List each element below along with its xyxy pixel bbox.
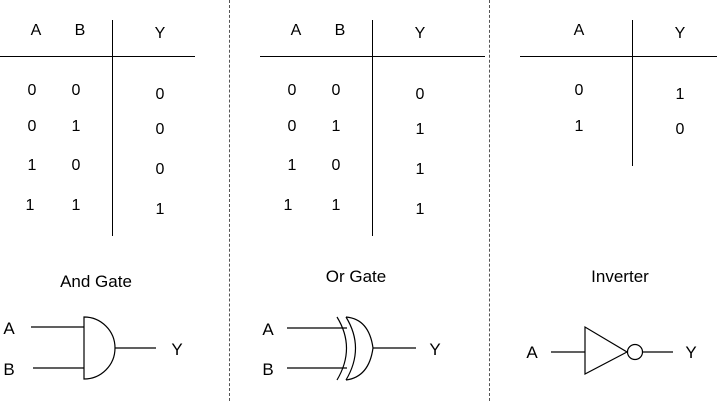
and-cell-r2-y: 0: [155, 161, 165, 178]
or-column-rule: [372, 20, 373, 236]
inverter-column-rule: [632, 20, 633, 166]
or-header-y: Y: [414, 25, 426, 42]
or-cell-r3-b: 1: [331, 197, 341, 214]
or-cell-r1-a: 0: [287, 118, 297, 135]
and-cell-r0-a: 0: [27, 82, 37, 99]
and-gate-symbol: [31, 316, 156, 380]
inverter-cell-r0-y: 1: [675, 86, 685, 103]
and-gate-title: And Gate: [60, 272, 132, 291]
inverter-output-y-label: Y: [685, 343, 697, 362]
or-cell-r0-a: 0: [287, 82, 297, 99]
or-header-b: B: [334, 22, 346, 39]
and-header-b: B: [74, 22, 86, 39]
and-cell-r3-b: 1: [71, 197, 81, 214]
or-cell-r3-y: 1: [415, 201, 425, 218]
inverter-header-rule: [520, 56, 717, 57]
inverter-input-a-label: A: [526, 343, 538, 362]
inverter-title: Inverter: [591, 267, 649, 286]
and-cell-r1-a: 0: [27, 118, 37, 135]
and-input-a-label: A: [3, 319, 15, 338]
or-cell-r2-b: 0: [331, 157, 341, 174]
or-input-b-label: B: [262, 360, 274, 379]
or-cell-r3-a: 1: [283, 197, 293, 214]
inverter-header-y: Y: [674, 25, 686, 42]
inverter-cell-r0-a: 0: [574, 82, 584, 99]
or-gate-panel: A B Y 0 0 0 0 1 1 1 0 1 1 1 1 Or Gate A …: [230, 0, 489, 401]
and-header-y: Y: [154, 25, 166, 42]
or-input-a-label: A: [262, 320, 274, 339]
inverter-panel: A Y 0 1 1 0 Inverter A Y: [490, 0, 717, 401]
and-cell-r0-y: 0: [155, 86, 165, 103]
or-cell-r2-y: 1: [415, 161, 425, 178]
or-gate-title: Or Gate: [325, 267, 387, 286]
and-gate-panel: A B Y 0 0 0 0 1 0 1 0 0 1 1 1 And Gate A…: [0, 0, 229, 401]
inverter-cell-r1-a: 1: [574, 118, 584, 135]
and-header-a: A: [30, 22, 42, 39]
and-cell-r3-y: 1: [155, 201, 165, 218]
panel-separator-right: [489, 0, 490, 401]
or-cell-r1-b: 1: [331, 118, 341, 135]
or-header-a: A: [290, 22, 302, 39]
and-cell-r1-b: 1: [71, 118, 81, 135]
and-header-rule: [0, 56, 195, 57]
panel-separator-left: [229, 0, 230, 401]
and-cell-r0-b: 0: [71, 82, 81, 99]
and-output-y-label: Y: [171, 340, 183, 359]
or-gate-symbol: [287, 316, 416, 381]
and-cell-r3-a: 1: [25, 197, 35, 214]
inverter-cell-r1-y: 0: [675, 121, 685, 138]
or-cell-r0-y: 0: [415, 86, 425, 103]
and-cell-r1-y: 0: [155, 121, 165, 138]
inverter-symbol: [551, 325, 673, 375]
or-cell-r0-b: 0: [331, 82, 341, 99]
or-output-y-label: Y: [429, 340, 441, 359]
and-input-b-label: B: [3, 360, 15, 379]
or-cell-r2-a: 1: [287, 157, 297, 174]
and-cell-r2-b: 0: [71, 157, 81, 174]
inverter-header-a: A: [573, 22, 585, 39]
and-cell-r2-a: 1: [27, 157, 37, 174]
and-column-rule: [112, 20, 113, 236]
or-cell-r1-y: 1: [415, 121, 425, 138]
